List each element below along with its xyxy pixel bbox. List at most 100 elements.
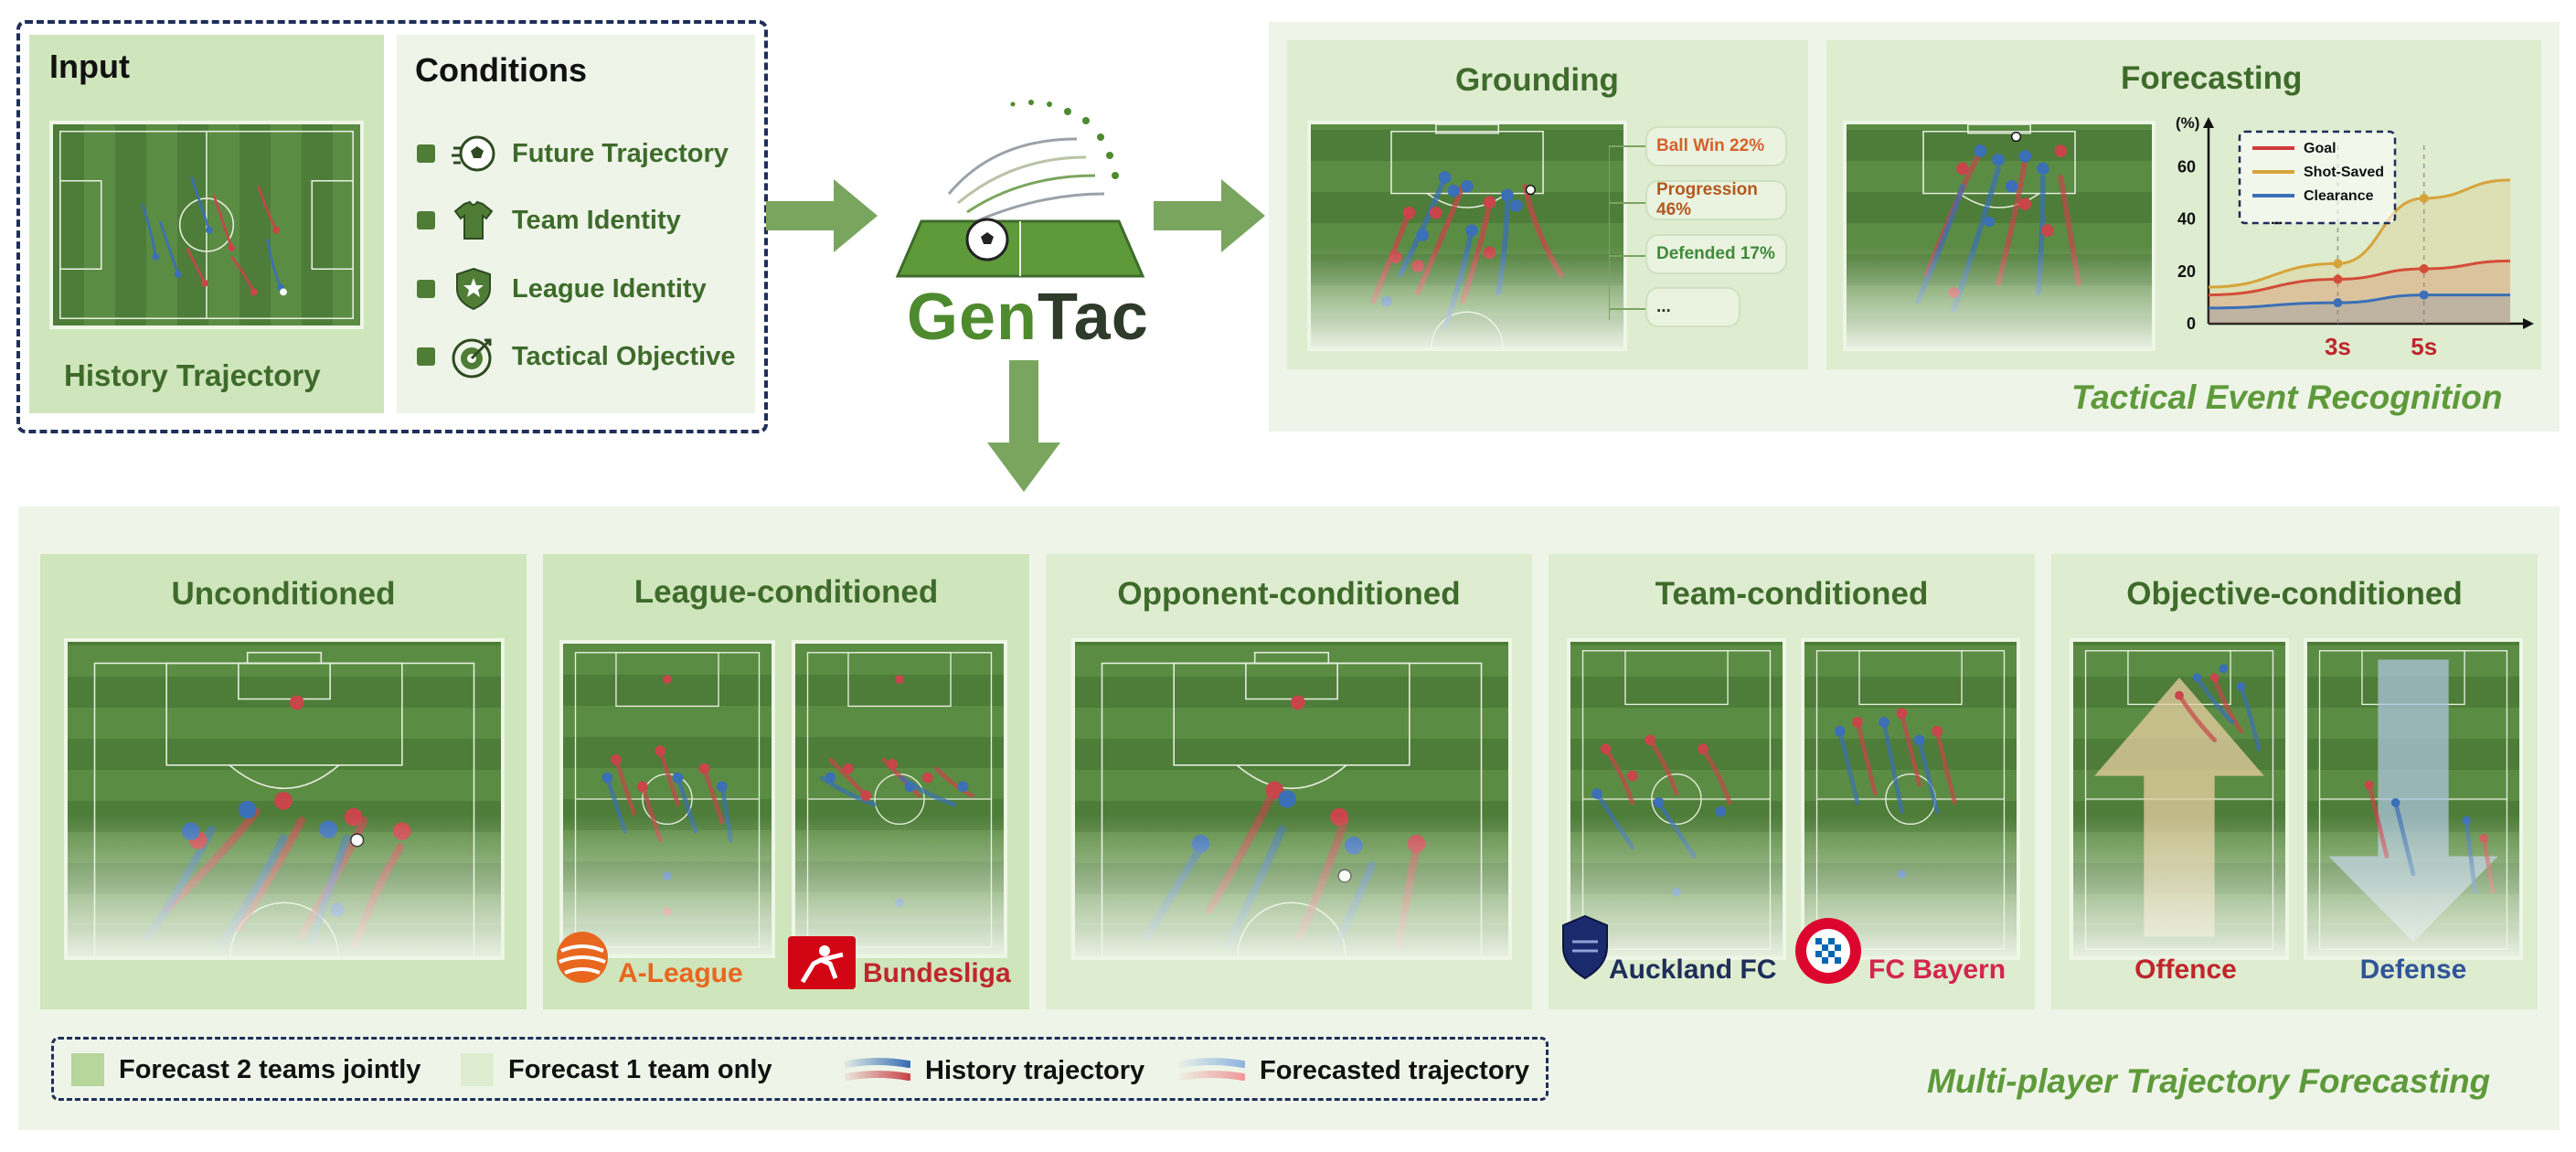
series-area — [2209, 179, 2510, 324]
grounding-pitch — [1307, 121, 1627, 351]
series-area — [2209, 294, 2510, 324]
legend-label: Forecast 2 teams jointly — [119, 1054, 421, 1084]
forecasting-title: Forecasting — [2121, 60, 2303, 96]
jersey-icon — [448, 195, 499, 246]
bullet-square — [417, 347, 435, 366]
arrow-right-icon — [1154, 179, 1265, 252]
history-trajectory-swatch-icon — [845, 1058, 910, 1081]
event-pill-more: ... — [1645, 287, 1740, 327]
bullet-square — [417, 280, 435, 298]
auckland-pitch — [1567, 638, 1786, 960]
recognition-section-title: Tactical Event Recognition — [2071, 379, 2503, 416]
event-label: ... — [1656, 297, 1671, 316]
y-tick-label: 40 — [2177, 210, 2196, 229]
panel-title: Unconditioned — [171, 576, 396, 612]
condition-tactical-objective: Tactical Objective — [417, 331, 735, 382]
y-unit-label: (%) — [2176, 114, 2199, 132]
data-point — [2333, 298, 2343, 308]
grounding-title: Grounding — [1455, 62, 1619, 98]
y-axis-arrow-icon — [2203, 117, 2214, 128]
condition-league-identity: League Identity — [417, 263, 707, 315]
forecast-probability-chart: (%) 60 40 20 0 3s 5s GoalShot-SavedClearance... — [2176, 114, 2534, 360]
condition-future-trajectory: Future Trajectory — [417, 128, 729, 179]
legend-swatch-light — [461, 1053, 494, 1086]
panel-title: League-conditioned — [633, 574, 939, 610]
condition-label: Tactical Objective — [512, 341, 736, 371]
legend-label: Goal — [2304, 141, 2336, 156]
event-label: Defended 17% — [1656, 244, 1775, 263]
legend-label: Forecast 1 team only — [508, 1054, 772, 1084]
y-tick-label: 20 — [2177, 262, 2196, 281]
offence-label: Offence — [2134, 955, 2237, 985]
legend-label: Shot-Saved — [2304, 165, 2384, 180]
arrow-down-icon — [987, 360, 1060, 492]
y-tick-label: 0 — [2187, 315, 2196, 333]
defense-label: Defense — [2359, 955, 2467, 985]
legend-item-history: History trajectory — [845, 1055, 1144, 1086]
legend-label: Clearance — [2304, 188, 2374, 204]
legend-swatch-dark — [71, 1053, 104, 1086]
event-pill-defended: Defended 17% — [1645, 234, 1787, 274]
bundesliga-pitch — [792, 640, 1007, 958]
fc-bayern-label: FC Bayern — [1868, 955, 2007, 985]
data-point — [2419, 290, 2429, 300]
data-point — [2419, 193, 2429, 203]
event-pill-ball-win: Ball Win 22% — [1645, 126, 1787, 166]
soccer-ball-icon — [448, 128, 499, 179]
offence-pitch — [2070, 638, 2289, 960]
series-line — [2208, 178, 2511, 289]
condition-team-identity: Team Identity — [417, 195, 681, 246]
series-line — [2208, 259, 2511, 297]
condition-label: Future Trajectory — [512, 138, 729, 168]
panel-title: Opponent-conditioned — [1117, 576, 1461, 612]
x-axis-arrow-icon — [2523, 318, 2534, 329]
condition-label: League Identity — [512, 273, 707, 304]
series-area — [2209, 261, 2510, 324]
legend-item-one-team: Forecast 1 team only — [461, 1053, 772, 1086]
bullet-square — [417, 144, 435, 163]
auckland-fc-logo-icon — [1562, 914, 1608, 980]
fc-bayern-logo-icon — [1795, 918, 1861, 984]
shield-star-icon — [448, 263, 499, 315]
history-pitch — [49, 121, 364, 329]
chart-legend-box — [2238, 130, 2397, 225]
arrow-right-icon — [766, 179, 878, 252]
gentac-title: GenTac — [907, 280, 1149, 355]
legend-item-forecasted: Forecasted trajectory — [1179, 1055, 1529, 1086]
a-league-label: A-League — [618, 958, 743, 988]
target-icon — [448, 331, 499, 382]
bundesliga-logo-icon — [788, 936, 856, 989]
gentac-tac: Tac — [1038, 281, 1149, 354]
bullet-square — [417, 211, 435, 229]
event-label: Ball Win 22% — [1656, 136, 1765, 155]
forecasting-pitch — [1843, 121, 2156, 351]
legend-label: ... — [2271, 212, 2283, 228]
conditions-title: Conditions — [415, 51, 587, 89]
gentac-logo-icon — [895, 100, 1145, 278]
legend-item-two-teams: Forecast 2 teams jointly — [71, 1053, 420, 1086]
bundesliga-label: Bundesliga — [863, 958, 1011, 988]
panel-title: Team-conditioned — [1655, 576, 1929, 612]
data-point — [2333, 259, 2343, 269]
input-title: Input — [49, 48, 130, 85]
gentac-gen: Gen — [907, 281, 1038, 354]
grounding-connectors — [1609, 145, 1651, 320]
data-point — [2333, 274, 2343, 284]
forecasting-section-title: Multi-player Trajectory Forecasting — [1927, 1062, 2491, 1100]
condition-label: Team Identity — [512, 205, 681, 235]
history-trajectory-label: History Trajectory — [64, 358, 321, 392]
legend-box — [51, 1037, 1549, 1101]
event-pill-progression: Progression 46% — [1645, 180, 1787, 220]
x-tick-label: 3s — [2325, 333, 2351, 360]
data-point — [2419, 264, 2429, 273]
legend-label: Forecasted trajectory — [1260, 1055, 1529, 1085]
unconditioned-pitch — [64, 638, 505, 960]
a-league-logo-icon — [557, 932, 608, 983]
x-tick-label: 5s — [2411, 333, 2437, 360]
bayern-pitch — [1801, 638, 2020, 960]
forecasted-trajectory-swatch-icon — [1179, 1058, 1245, 1081]
legend-label: History trajectory — [925, 1055, 1145, 1085]
opponent-pitch — [1071, 638, 1512, 960]
a-league-pitch — [559, 640, 775, 958]
y-tick-label: 60 — [2177, 158, 2196, 176]
